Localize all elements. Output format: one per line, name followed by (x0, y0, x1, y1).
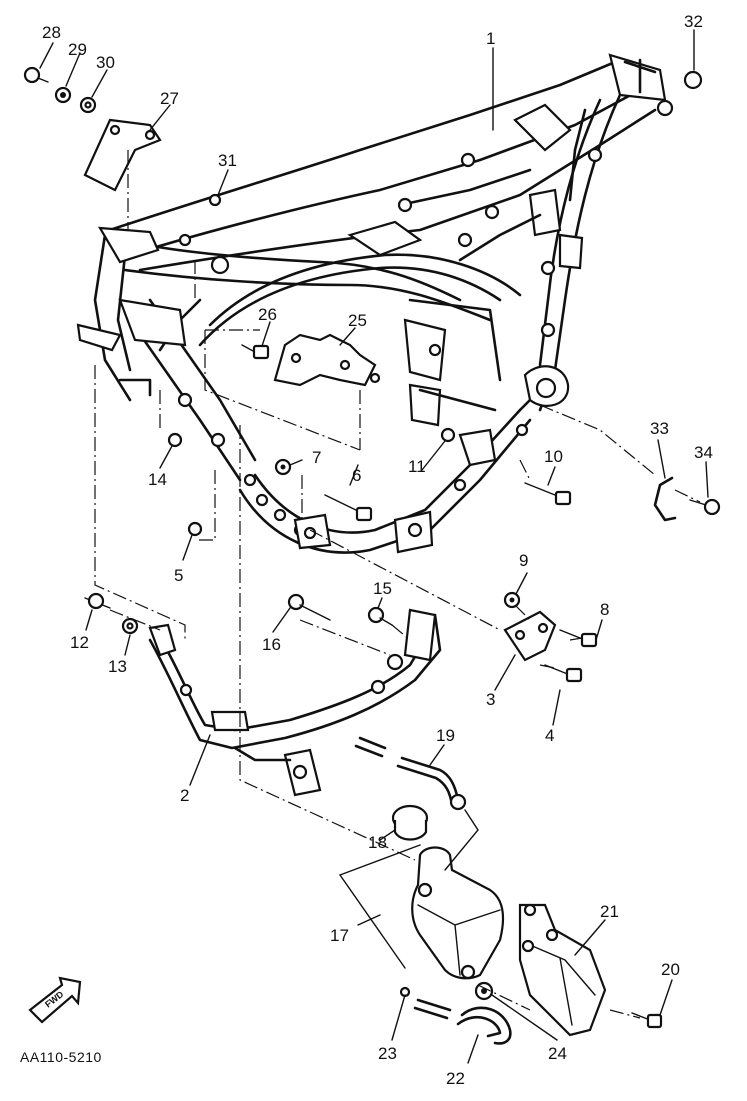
nut-14 (167, 432, 183, 448)
clamp-33 (653, 476, 677, 522)
bolt-34 (689, 498, 721, 516)
callout-17: 17 (330, 926, 349, 945)
clamp-24 (474, 981, 494, 1001)
callout-14: 14 (148, 470, 167, 489)
nut-9 (503, 591, 521, 609)
reservoir-tank-17 (411, 846, 505, 980)
callout-15: 15 (373, 579, 392, 598)
callout-11: 11 (408, 457, 426, 476)
callout-5: 5 (174, 566, 183, 585)
callout-4: 4 (545, 726, 554, 745)
callout-33: 33 (650, 419, 669, 438)
callout-31: 31 (218, 151, 237, 170)
nut-32 (683, 70, 703, 90)
callout-3: 3 (486, 690, 495, 709)
nut-11 (440, 427, 456, 443)
callout-19: 19 (436, 726, 455, 745)
hose-19 (354, 736, 467, 811)
callout-6: 6 (352, 466, 361, 485)
nut-29 (54, 86, 72, 104)
callout-2: 2 (180, 786, 189, 805)
bolt-10 (524, 482, 572, 506)
bolt-6 (324, 494, 373, 522)
callout-7: 7 (312, 448, 321, 467)
cap-18 (391, 804, 429, 841)
callout-27: 27 (160, 89, 179, 108)
callout-20: 20 (661, 960, 680, 979)
diagram-code: AA110-5210 (20, 1049, 102, 1065)
callout-24: 24 (548, 1044, 567, 1063)
callout-28: 28 (42, 23, 61, 42)
callout-25: 25 (348, 311, 367, 330)
washer-13 (121, 617, 139, 635)
lower-frame-2 (148, 608, 442, 797)
callout-1: 1 (486, 29, 495, 48)
bracket-3 (503, 610, 557, 662)
fwd-arrow-icon: FWD (28, 976, 82, 1024)
bolt-28 (23, 66, 49, 84)
callout-22: 22 (446, 1069, 465, 1088)
nut-5 (187, 521, 203, 537)
main-frame (76, 53, 674, 554)
cover-21 (518, 903, 607, 1037)
bolt-12 (84, 592, 111, 610)
bolt-20 (631, 1012, 663, 1029)
washer-30 (79, 96, 97, 114)
callout-9: 9 (519, 551, 528, 570)
nut-7 (274, 458, 292, 476)
bracket-25 (273, 333, 381, 387)
bolt-31 (208, 193, 222, 207)
bolt-26 (241, 344, 270, 360)
bolt-8 (559, 629, 598, 648)
callout-10: 10 (544, 447, 563, 466)
callout-12: 12 (70, 633, 89, 652)
callout-8: 8 (600, 600, 609, 619)
bolt-16 (287, 593, 331, 621)
callout-26: 26 (258, 305, 277, 324)
bracket-27 (83, 118, 162, 192)
bolt-15 (367, 606, 393, 626)
callout-29: 29 (68, 40, 87, 59)
leader-lines (39, 29, 709, 1064)
callout-34: 34 (694, 443, 713, 462)
callout-30: 30 (96, 53, 115, 72)
hose-22 (413, 998, 512, 1045)
callout-labels: 1 2 3 4 5 6 7 8 9 10 11 12 13 14 15 16 1… (42, 12, 713, 1088)
callout-21: 21 (600, 902, 619, 921)
callout-16: 16 (262, 635, 281, 654)
callout-18: 18 (368, 833, 387, 852)
callout-32: 32 (684, 12, 703, 31)
callout-13: 13 (108, 657, 127, 676)
callout-23: 23 (378, 1044, 397, 1063)
